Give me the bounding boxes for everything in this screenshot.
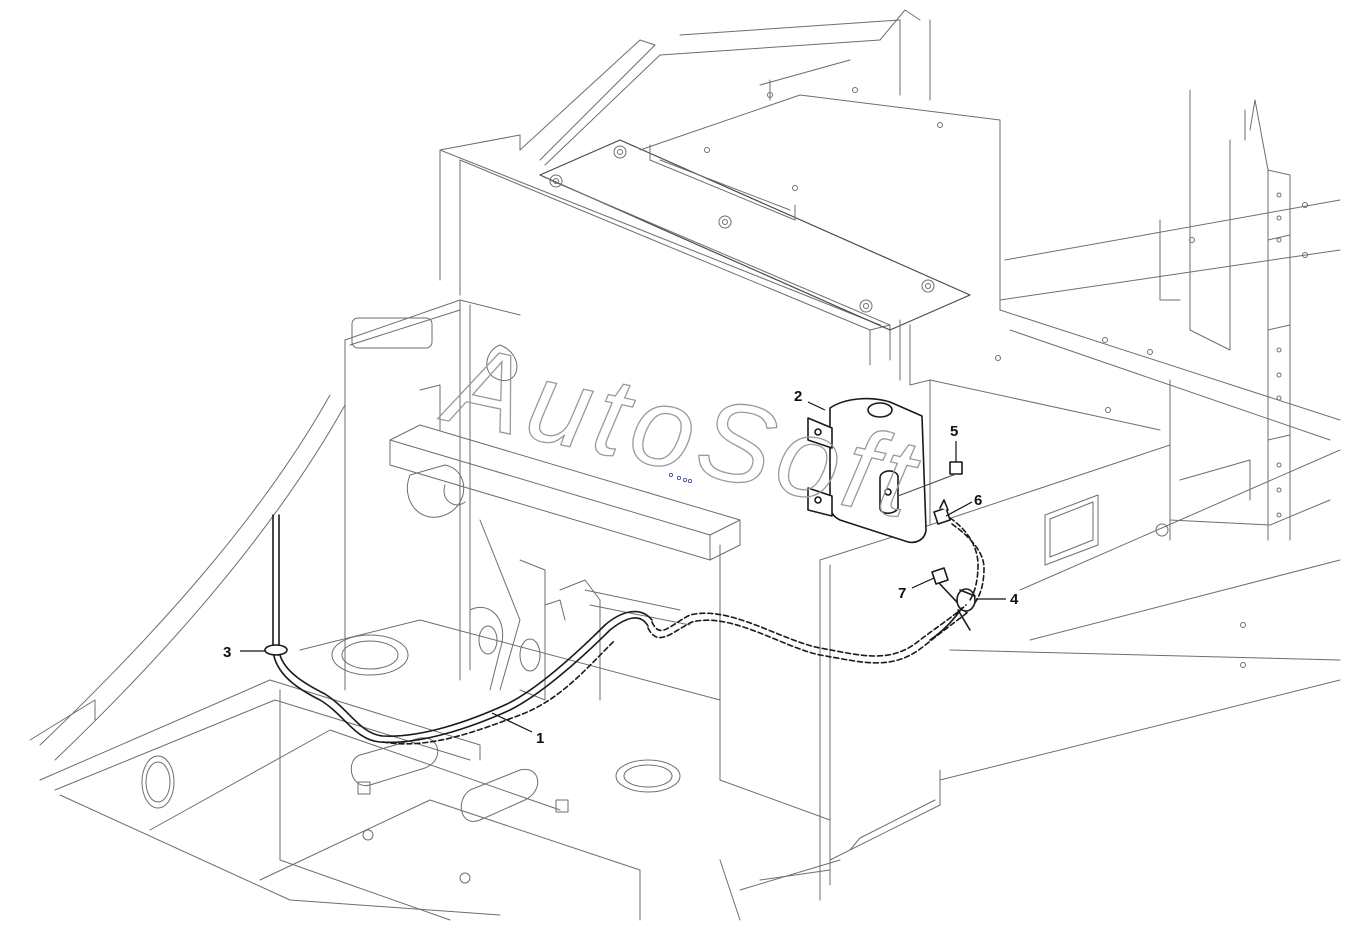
hose-1 [272,514,985,745]
machine-frame [29,9,1341,921]
callout-label-3: 3 [223,644,231,661]
watermark-text: AutoSoft [432,320,931,543]
callout-label-5: 5 [950,423,958,440]
callout-5: 5 [950,423,958,462]
callouts: 1 2 3 4 5 6 7 [223,388,1019,747]
reservoir-tank [807,397,927,544]
watermark: AutoSoft [432,319,932,543]
callout-2: 2 [794,388,826,411]
grommet-3 [264,644,288,656]
callout-label-4: 4 [1010,591,1019,608]
callout-3: 3 [223,644,265,661]
callout-label-7: 7 [898,585,906,602]
callout-label-1: 1 [536,730,544,747]
fitting-6 [933,499,951,525]
callout-6: 6 [945,492,982,517]
callout-7: 7 [898,577,935,602]
callout-1: 1 [491,712,544,747]
callout-4: 4 [976,591,1019,608]
callout-label-2: 2 [794,388,802,405]
watermark-dots [669,472,693,483]
hose-clamp-4 [956,588,976,631]
callout-label-6: 6 [974,492,982,509]
bolt-5 [897,461,963,497]
